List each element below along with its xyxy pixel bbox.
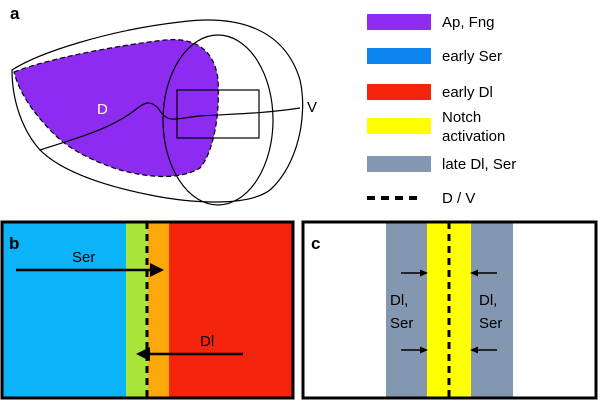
legend-swatch-2 [367, 84, 431, 100]
dl-arrow-label: Dl [200, 333, 214, 350]
panel-b-ser-zone [2, 222, 126, 398]
panel-b-overlap-green [126, 222, 148, 398]
legend-label-0-0: Ap, Fng [442, 14, 495, 31]
dorsal-label: D [97, 101, 108, 118]
legend-swatch-0 [367, 14, 431, 30]
dl-arrowhead [136, 347, 150, 361]
dv-boundary [39, 102, 301, 151]
ser-arrow-label: Ser [72, 249, 95, 266]
legend-label-2-0: early Dl [442, 84, 493, 101]
legend-label-3-0: Notch [442, 109, 481, 126]
ser-arrowhead [150, 263, 164, 277]
panel-b-frame [0, 220, 295, 400]
zoom-box [176, 89, 260, 139]
panel-c-left-label-line2: Ser [390, 315, 413, 332]
panel-c-letter: c [311, 234, 320, 253]
panel-c-left-label-line1: Dl, [390, 292, 408, 309]
panel-c-arrows [401, 269, 497, 354]
panel-c: Dl, Ser Dl, Ser c [301, 220, 598, 400]
panel-c-right-label-line1: Dl, [479, 292, 497, 309]
panel-c-frame [301, 220, 598, 400]
legend: Ap, Fng early Ser early Dl Notch activation l… [367, 14, 516, 207]
panel-b: Ser Dl b [0, 220, 295, 400]
wing-pouch-outline [162, 34, 274, 206]
panel-a: a D V [10, 4, 317, 206]
legend-label-3-1: activation [442, 128, 505, 145]
panel-a-letter: a [10, 4, 20, 23]
panel-b-letter: b [9, 234, 19, 253]
legend-label-5-0: D / V [442, 190, 475, 207]
panel-b-dl-zone [169, 222, 293, 398]
panel-b-overlap-orange [148, 222, 169, 398]
legend-swatch-1 [367, 48, 431, 64]
panel-c-right-label-line2: Ser [479, 315, 502, 332]
legend-label-4-0: late Dl, Ser [442, 156, 516, 173]
legend-label-1-0: early Ser [442, 48, 502, 65]
legend-swatch-4 [367, 156, 431, 172]
legend-swatch-3 [367, 118, 431, 134]
ventral-label: V [307, 99, 317, 116]
